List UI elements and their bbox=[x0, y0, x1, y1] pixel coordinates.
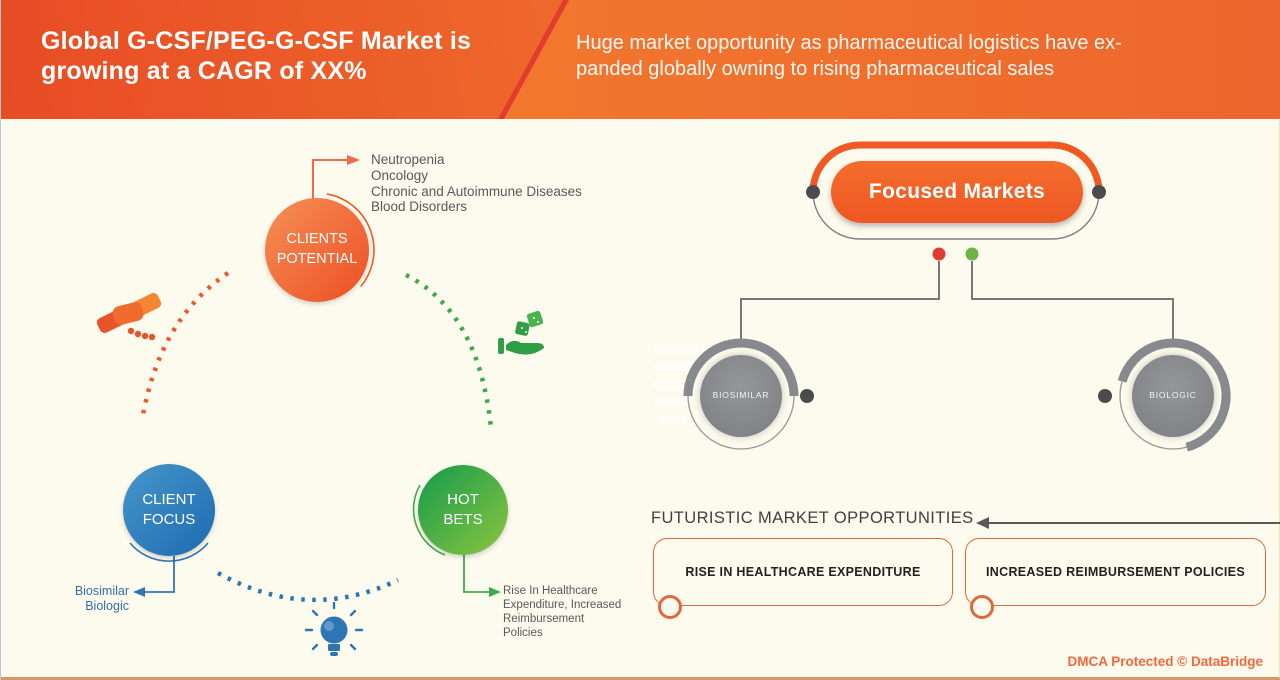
clients-potential-list: Neutropenia Oncology Chronic and Autoimm… bbox=[371, 152, 582, 215]
dmca-watermark: DMCA Protected © DataBridge bbox=[1067, 654, 1263, 669]
opportunity-box-label: INCREASED REIMBURSEMENT POLICIES bbox=[986, 565, 1245, 579]
hot-bets-note-line: Expenditure, Increased bbox=[503, 599, 622, 611]
client-focus-note: Biosimilar Biologic bbox=[51, 584, 129, 614]
clients-potential-circle: CLIENTS POTENTIAL bbox=[265, 198, 369, 302]
client-focus-note-line2: Biologic bbox=[85, 599, 129, 613]
hot-bets-note: Rise In Healthcare Expenditure, Increase… bbox=[503, 584, 648, 640]
biosimilar-circle: BIOSIMILAR bbox=[700, 355, 782, 437]
header-subtitle: Huge market opportunity as pharmaceutica… bbox=[576, 30, 1122, 82]
hot-bets-note-line: Policies bbox=[503, 627, 543, 639]
hot-bets-circle: HOT BETS bbox=[418, 465, 508, 555]
client-focus-circle: CLIENT FOCUS bbox=[123, 464, 215, 556]
opportunity-box-healthcare: RISE IN HEALTHCARE EXPENDITURE bbox=[653, 538, 953, 606]
list-item: Neutropenia bbox=[371, 152, 445, 167]
opportunity-box-reimbursement: INCREASED REIMBURSEMENT POLICIES bbox=[965, 538, 1266, 606]
opportunities-heading: FUTURISTIC MARKET OPPORTUNITIES bbox=[651, 509, 974, 527]
hot-bets-note-line: Rise In Healthcare bbox=[503, 585, 598, 597]
biologic-label: BIOLOGIC bbox=[1149, 390, 1197, 401]
focused-markets-pill: Focused Markets bbox=[831, 161, 1083, 223]
header-subtitle-line1: Huge market opportunity as pharmaceutica… bbox=[576, 32, 1122, 54]
list-item: Chronic and Autoimmune Diseases bbox=[371, 183, 582, 199]
page-title: Global G-CSF/PEG-G-CSF Market is growing… bbox=[41, 26, 471, 86]
hot-bets-note-line: Reimbursement bbox=[503, 613, 585, 625]
hot-bets-label: HOT BETS bbox=[443, 490, 483, 528]
page-title-line2: growing at a CAGR of XX% bbox=[41, 57, 367, 85]
list-item: Blood Disorders bbox=[371, 199, 468, 215]
box-corner-circle-icon bbox=[970, 595, 994, 619]
header-subtitle-line2: panded globally owning to rising pharmac… bbox=[576, 58, 1055, 80]
focused-markets-label: Focused Markets bbox=[868, 180, 1046, 203]
biosimilar-label: BIOSIMILAR bbox=[712, 390, 770, 401]
biologic-circle: BIOLOGIC bbox=[1132, 355, 1214, 437]
client-focus-note-line1: Biosimilar bbox=[74, 584, 129, 598]
page-title-line1: Global G-CSF/PEG-G-CSF Market is bbox=[41, 27, 472, 55]
box-corner-circle-icon bbox=[658, 595, 682, 619]
header-right-panel bbox=[503, 0, 1280, 119]
list-item: Oncology bbox=[371, 167, 429, 183]
client-focus-label: CLIENT FOCUS bbox=[142, 490, 196, 528]
clients-potential-label: CLIENTS POTENTIAL bbox=[276, 231, 358, 267]
opportunity-box-label: RISE IN HEALTHCARE EXPENDITURE bbox=[685, 565, 921, 579]
header-banner: Global G-CSF/PEG-G-CSF Market is growing… bbox=[1, 0, 1280, 119]
